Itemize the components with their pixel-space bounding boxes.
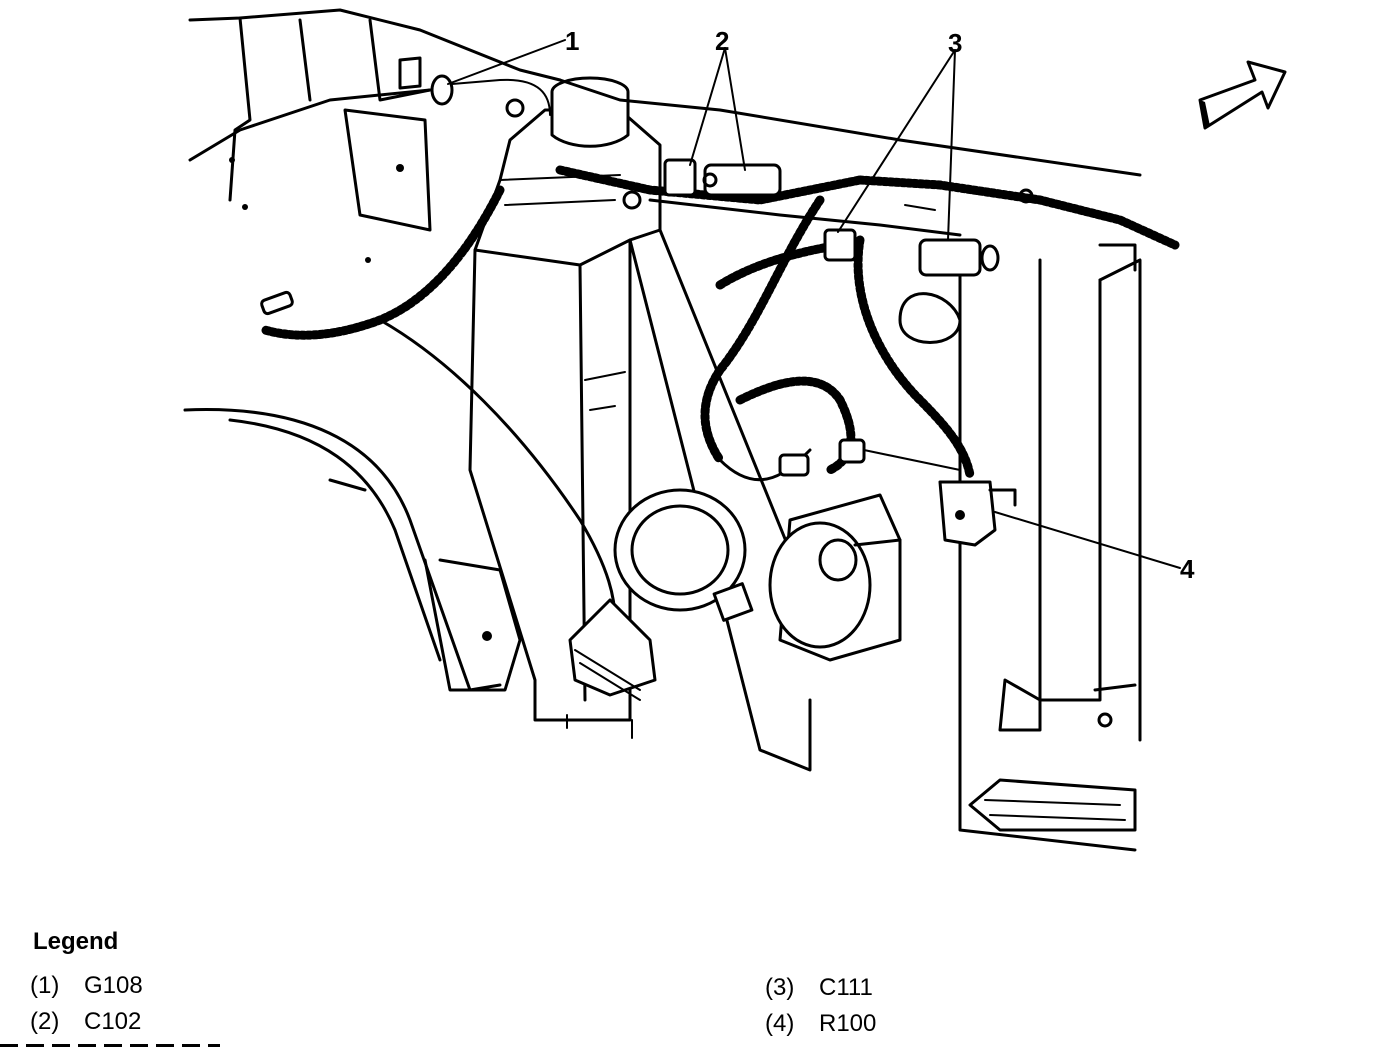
wiring-harness	[260, 165, 1180, 622]
legend-item-label: R100	[819, 1010, 877, 1037]
legend-item-number: (4)	[765, 1010, 795, 1037]
legend-item-label: G108	[84, 972, 143, 999]
callout-1: 1	[565, 26, 579, 56]
callout-4: 4	[1180, 554, 1195, 584]
legend-item-number: (3)	[765, 974, 795, 1001]
engine-compartment-diagram: 1 2 3 4	[183, 8, 1287, 852]
left-fender	[183, 8, 562, 692]
legend-item-number: (1)	[30, 972, 60, 999]
legend-item-number: (2)	[30, 1008, 60, 1035]
callout-leaders	[447, 39, 1181, 569]
horn-right	[768, 493, 902, 662]
callout-2: 2	[715, 26, 729, 56]
horn-left	[613, 488, 754, 622]
radiator-support	[558, 78, 1142, 852]
resistor-r100	[938, 480, 1017, 547]
connector-c102	[622, 158, 782, 210]
legend-item-label: C102	[84, 1008, 142, 1035]
connector-c111	[823, 228, 1000, 277]
legend-item-1: (1) G108	[30, 972, 143, 1000]
washer-pump	[568, 598, 657, 701]
legend-item-2: (2) C102	[30, 1008, 141, 1036]
legend-item-3: (3) C111	[765, 974, 873, 1002]
legend-title: Legend	[33, 928, 119, 955]
callout-3: 3	[948, 28, 962, 58]
footer-divider	[0, 1044, 220, 1047]
sensor-connectors	[778, 438, 961, 477]
legend-item-4: (4) R100	[765, 1010, 876, 1038]
ground-g108	[398, 56, 551, 118]
front-direction-arrow	[1198, 60, 1287, 130]
legend-item-label: C111	[819, 974, 873, 1001]
